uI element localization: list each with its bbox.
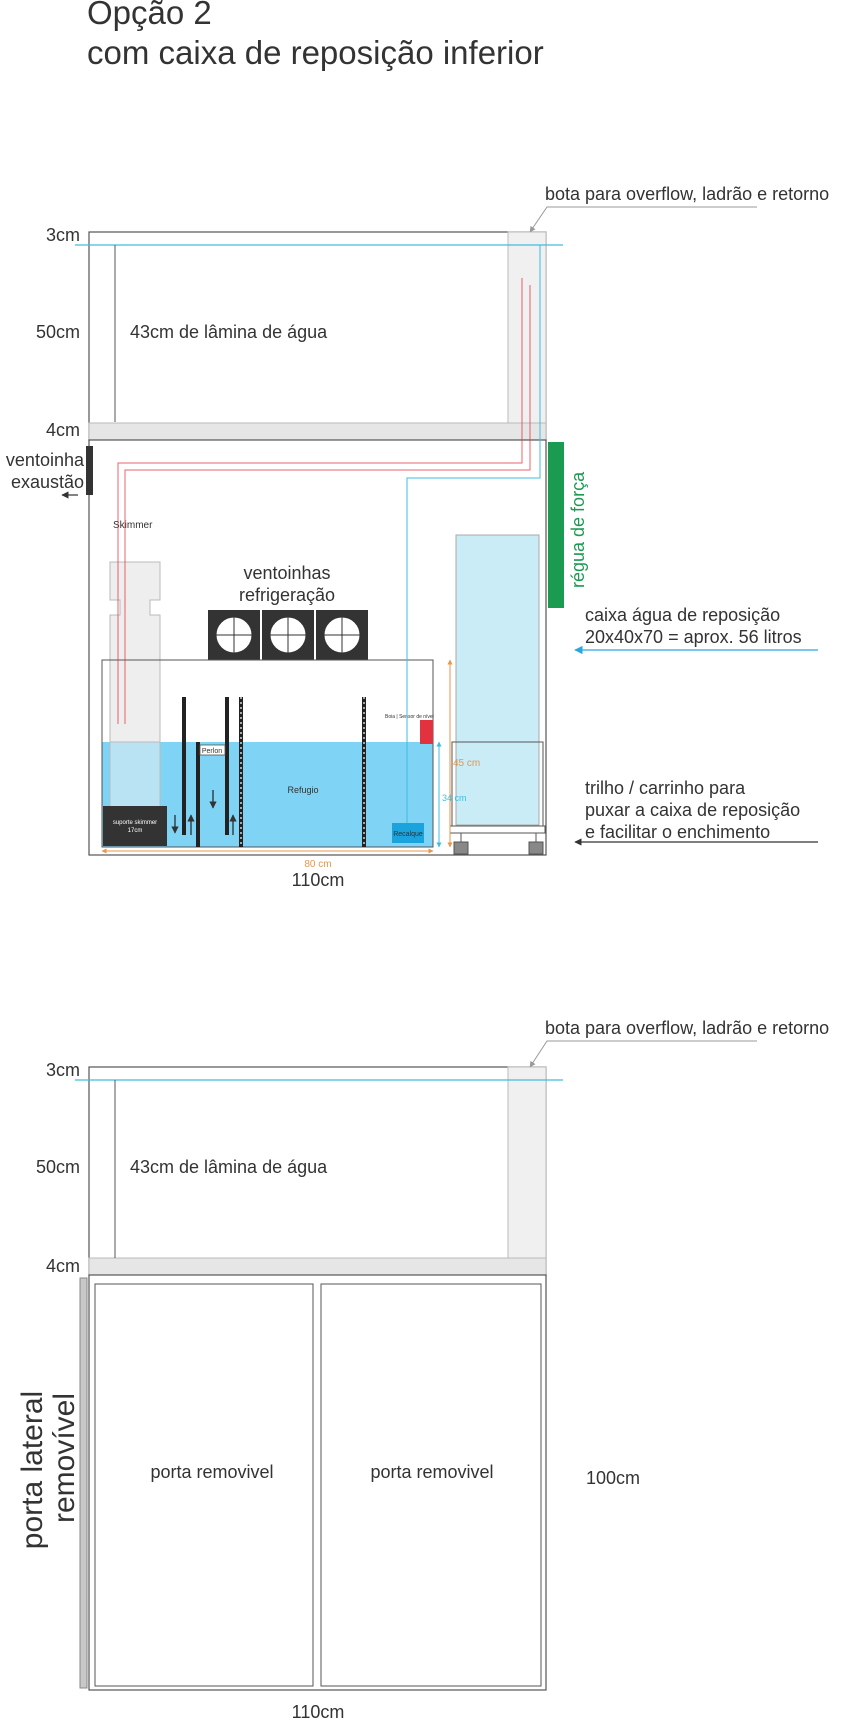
skimmer-support-label-1: suporte skimmer: [113, 820, 157, 826]
boot-label-bottom: bota para overflow, ladrão e retorno: [545, 1018, 829, 1038]
power-strip-label: régua de força: [568, 471, 588, 588]
perlon-box: [199, 744, 226, 756]
dim-4cm-bottom: 4cm: [46, 1256, 80, 1276]
boot-label: bota para overflow, ladrão e retorno: [545, 184, 829, 204]
door-left-label: porta removivel: [150, 1462, 273, 1482]
boot-leader-line-bottom: [529, 1040, 757, 1068]
trolley-wheel-left: [453, 841, 469, 855]
float-sensor-label: Boia | Sensor de nível: [385, 714, 434, 720]
dim-3cm: 3cm: [46, 225, 80, 245]
dim-110cm-label: 110cm: [292, 870, 345, 890]
door-right-label: porta removivel: [370, 1462, 493, 1482]
trolley-label-2: puxar a caixa de reposição: [585, 800, 800, 820]
dim-80cm-label: 80 cm: [304, 859, 331, 870]
side-door-label-1: porta lateral: [16, 1391, 49, 1549]
dim-110cm-label-bottom: 110cm: [292, 1702, 345, 1720]
boot-leader-line: [529, 206, 757, 233]
cooling-fans-label-2: refrigeração: [239, 585, 335, 605]
baffle-1: [182, 697, 186, 835]
dim-50cm: 50cm: [36, 322, 80, 342]
dim-34cm-label: 34 cm: [442, 793, 467, 803]
return-pump: [392, 823, 424, 843]
dim-100cm-label: 100cm: [586, 1468, 640, 1488]
tank-base-4cm-bottom: [88, 1257, 547, 1276]
trolley-base: [449, 825, 546, 834]
drain-pipe-line-2: [124, 285, 531, 724]
baffle-2: [196, 742, 200, 847]
top-diagram: bota para overflow, ladrão e retorno 3cm…: [6, 184, 829, 890]
dim-45cm-label: 45 cm: [453, 758, 480, 769]
skimmer-label: Skimmer: [113, 520, 153, 531]
return-pipe-line: [406, 245, 541, 823]
tank-base-4cm: [88, 422, 547, 441]
skimmer-lower-in-water: [109, 741, 161, 809]
bottom-diagram: bota para overflow, ladrão e retorno 3cm…: [16, 1018, 829, 1720]
reservoir-label-2: 20x40x70 = aprox. 56 litros: [585, 627, 802, 647]
trolley-wheel-right: [528, 841, 544, 855]
title-line-1: Opção 2: [87, 0, 212, 31]
water-depth-label: 43cm de lâmina de água: [130, 322, 328, 342]
water-depth-label-bottom: 43cm de lâmina de água: [130, 1157, 328, 1177]
overflow-boot-bottom: [507, 1066, 547, 1276]
side-door-label-2: removível: [48, 1393, 81, 1523]
skimmer-support: [103, 806, 167, 846]
power-strip: [548, 442, 564, 608]
door-left: [94, 1283, 314, 1687]
trolley-label-3: e facilitar o enchimento: [585, 822, 770, 842]
float-sensor: [420, 720, 433, 744]
dim-3cm-bottom: 3cm: [46, 1060, 80, 1080]
display-tank: [88, 231, 547, 441]
drain-pipe-line-1: [117, 278, 523, 724]
refugio-label: Refugio: [287, 785, 318, 795]
return-pump-label: Recalque: [393, 831, 423, 838]
display-tank-bottom: [88, 1066, 547, 1276]
sump-outline: [101, 659, 434, 848]
dim-50cm-bottom: 50cm: [36, 1157, 80, 1177]
exhaust-fan-label-1: ventoinha: [6, 450, 85, 470]
side-door-panel: [79, 1277, 88, 1689]
reservoir-box: [455, 534, 540, 826]
door-right: [320, 1283, 542, 1687]
trolley-label-1: trilho / carrinho para: [585, 778, 746, 798]
baffle-3: [225, 697, 229, 835]
title-line-2: com caixa de reposição inferior: [87, 34, 544, 71]
exhaust-fan: [86, 446, 93, 495]
perlon-label: Perlon: [202, 748, 222, 755]
cooling-fans-label-1: ventoinhas: [243, 563, 330, 583]
skimmer-support-label-2: 17cm: [128, 828, 143, 834]
dim-4cm: 4cm: [46, 420, 80, 440]
exhaust-fan-label-2: exaustão: [11, 472, 84, 492]
reservoir-label-1: caixa água de reposição: [585, 605, 780, 625]
